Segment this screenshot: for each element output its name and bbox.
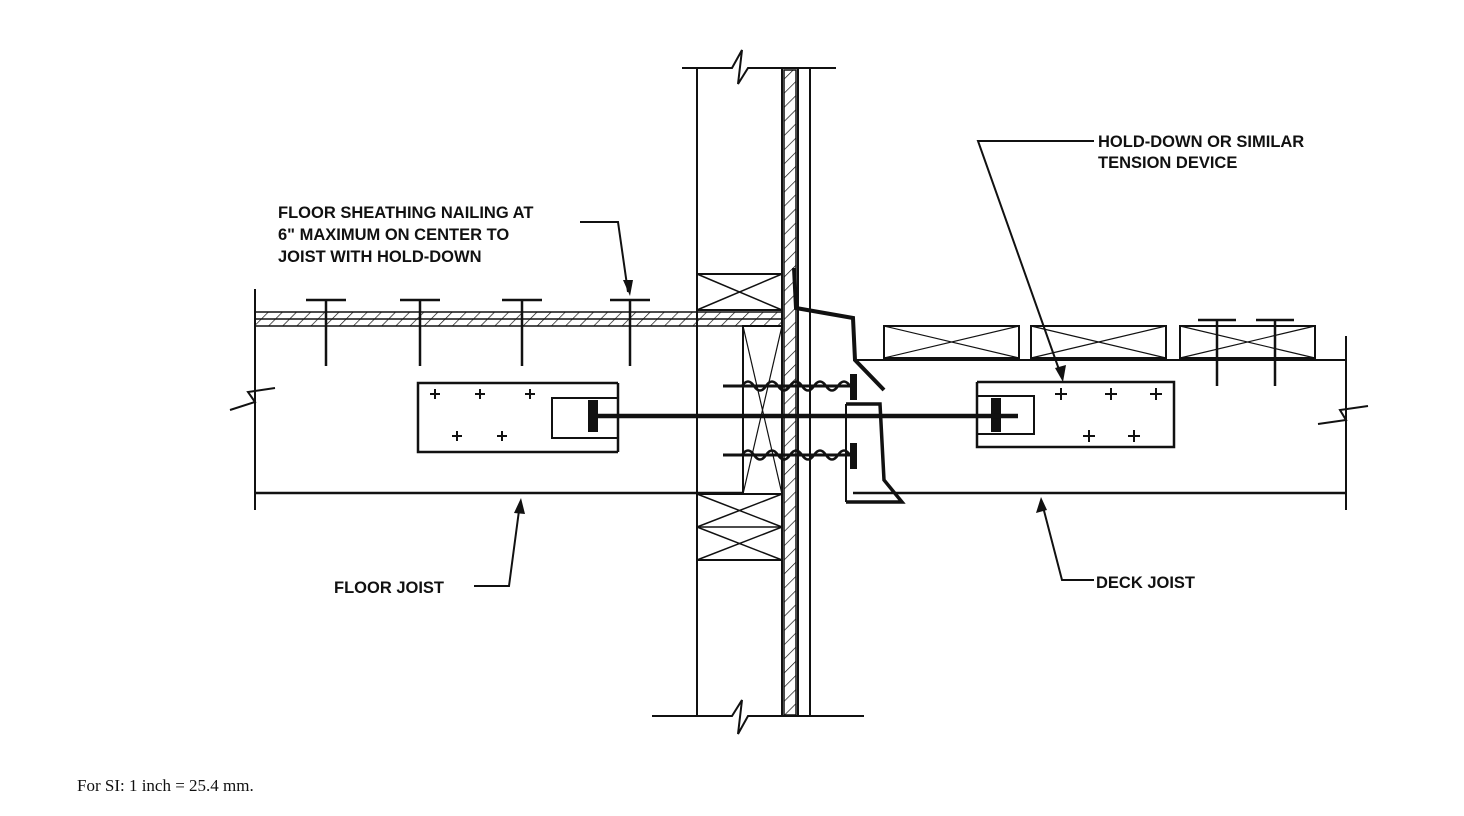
top-plate-block xyxy=(696,273,783,311)
wall xyxy=(652,49,864,735)
hold-down-label-line-1: HOLD-DOWN OR SIMILAR xyxy=(1098,133,1304,151)
deck-assembly xyxy=(853,318,1369,510)
floor-hold-down-bracket xyxy=(416,381,620,454)
sheathing-nails xyxy=(306,298,650,366)
leader-lines xyxy=(474,140,1094,587)
floor-joist-label: FLOOR JOIST xyxy=(334,579,444,597)
sheathing-nailing-label-line-2: 6" MAXIMUM ON CENTER TO xyxy=(278,226,509,244)
hold-down-label-line-2: TENSION DEVICE xyxy=(1098,154,1237,172)
sheathing-nailing-label-line-3: JOIST WITH HOLD-DOWN xyxy=(278,248,481,266)
wall-top-break-line xyxy=(682,49,836,85)
wall-sheathing xyxy=(783,69,797,716)
deck-ledger xyxy=(846,402,906,504)
wall-bottom-break-line xyxy=(652,699,864,735)
si-conversion-footnote: For SI: 1 inch = 25.4 mm. xyxy=(77,776,254,795)
flashing xyxy=(792,267,886,392)
deck-joist-label: DECK JOIST xyxy=(1096,574,1195,592)
deck-boards xyxy=(883,318,1316,386)
fasteners xyxy=(596,267,1018,504)
floor-assembly xyxy=(229,289,783,510)
sheathing-nailing-label-line-1: FLOOR SHEATHING NAILING AT xyxy=(278,204,533,222)
